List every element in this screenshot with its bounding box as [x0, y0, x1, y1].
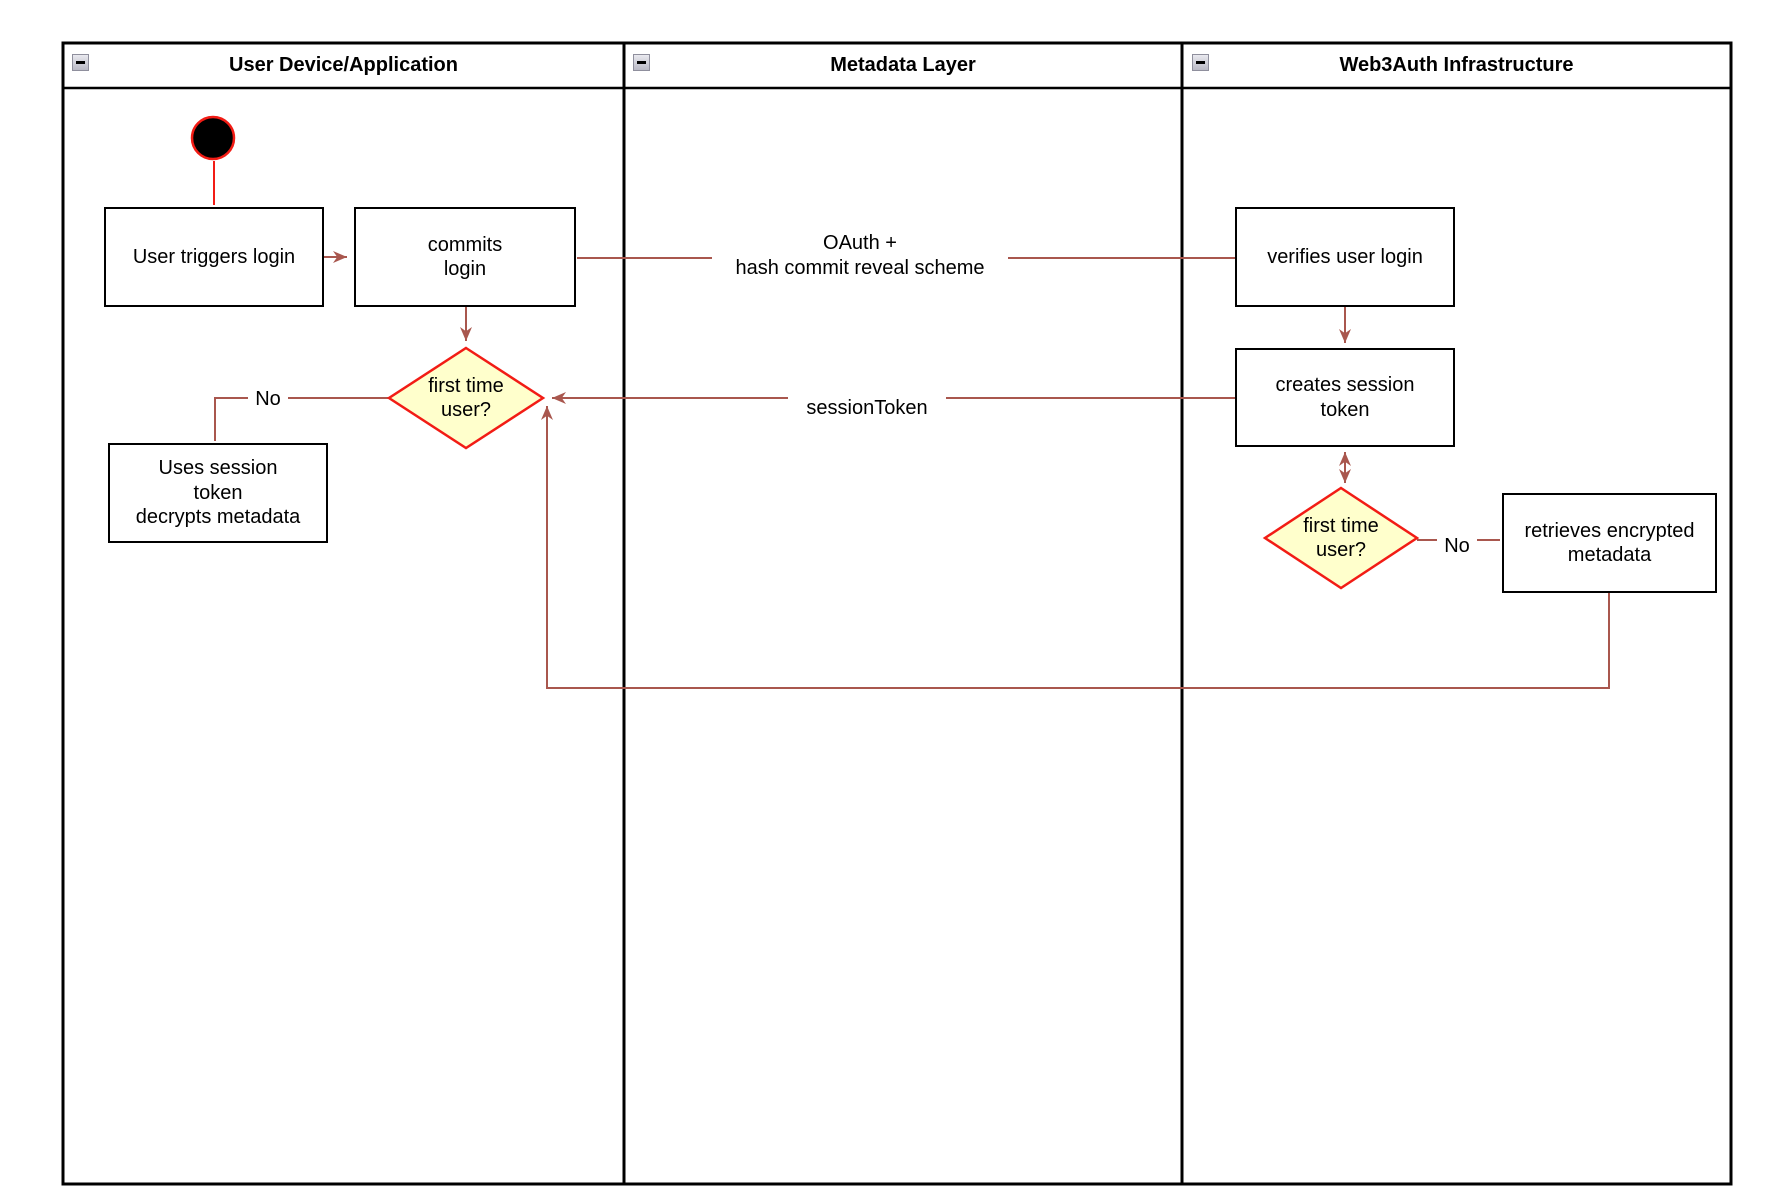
start-node: [190, 115, 236, 161]
diagram-outer-frame: [61, 41, 1733, 1186]
activity-uses-session-token: Uses session token decrypts metadata: [108, 443, 328, 543]
decision-diamond-first-time-user-1: [386, 346, 546, 450]
lane-header-metadata-layer: Metadata Layer: [830, 54, 976, 76]
collapse-lane-button-3[interactable]: [1192, 54, 1209, 71]
lane-header-web3auth-infrastructure: Web3Auth Infrastructure: [1339, 54, 1574, 76]
collapse-lane-button-2[interactable]: [633, 54, 650, 71]
minus-icon: [1196, 61, 1205, 64]
edge-retrieves-return-to-decision1: [541, 406, 1610, 689]
activity-user-triggers-login: User triggers login: [104, 207, 324, 307]
lane-header-user-device: User Device/Application: [229, 54, 458, 76]
collapse-lane-button-1[interactable]: [72, 54, 89, 71]
edge-decision1-no-to-uses-session: [214, 397, 389, 441]
edge-label-sessiontoken: sessionToken: [788, 394, 946, 422]
activity-retrieves-encrypted-metadata: retrieves encrypted metadata: [1502, 493, 1717, 593]
activity-creates-session-token: creates session token: [1235, 348, 1455, 447]
decision-label-first-time-user-2: first time user?: [1303, 515, 1379, 561]
minus-icon: [637, 61, 646, 64]
activity-commits-login: commits login: [354, 207, 576, 307]
minus-icon: [76, 61, 85, 64]
decision-label-first-time-user-1: first time user?: [428, 375, 504, 421]
edge-label-no-1: No: [248, 386, 288, 412]
decision-diamond-first-time-user-2: [1262, 486, 1420, 590]
activity-verifies-user-login: verifies user login: [1235, 207, 1455, 307]
edge-label-no-2: No: [1437, 533, 1477, 559]
edge-label-oauth-hash-commit: OAuth + hash commit reveal scheme: [712, 228, 1008, 284]
